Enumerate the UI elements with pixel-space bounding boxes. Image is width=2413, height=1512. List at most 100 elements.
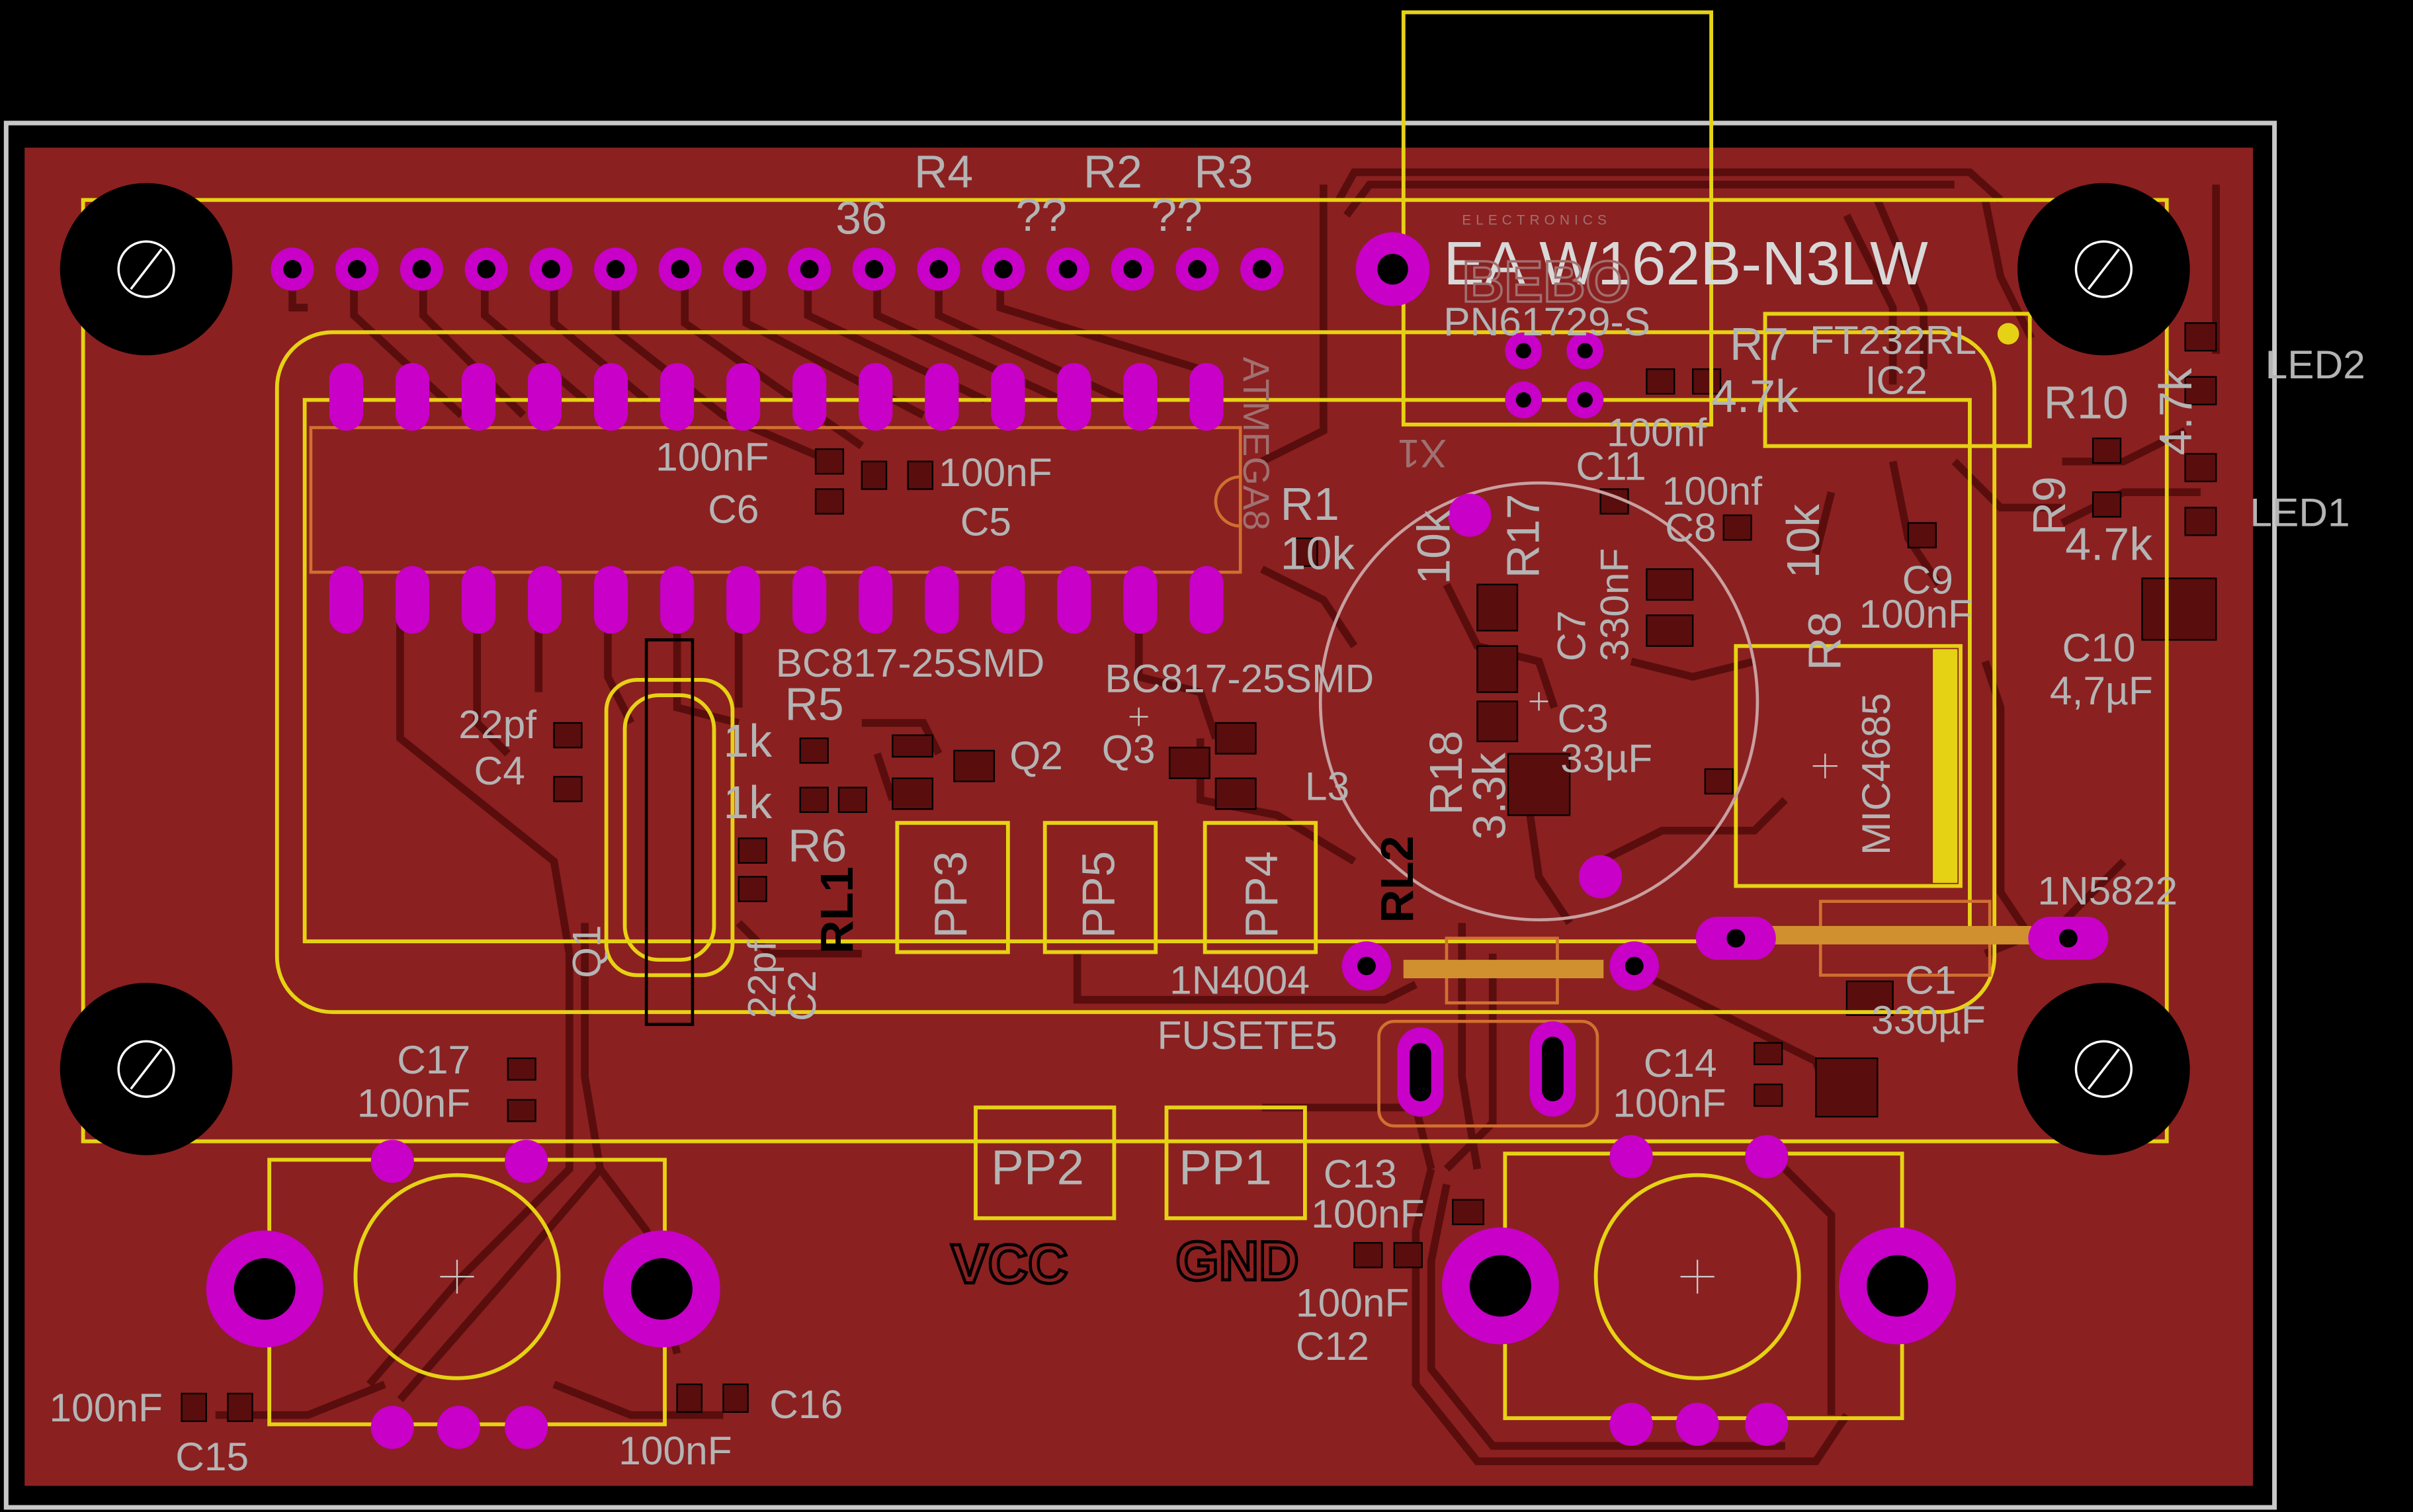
label-mic: MIC4685 [1853,693,1898,855]
label-r8: R8 [1799,612,1851,671]
label-r5: R5 [785,678,844,730]
display-window-outline [275,330,1997,1015]
label-c6: C6 [708,487,759,532]
label-c13: C13 [1324,1151,1397,1196]
label-c2: C2 [779,970,824,1021]
label-c10: C10 [2062,625,2136,670]
label-mcu: ATMEGA8 [1236,357,1277,531]
label-pp1: PP1 [1179,1140,1272,1195]
label-r4-value: 36 [835,192,887,243]
label-display-logo: BEBO [1462,249,1630,314]
mounting-holes [60,183,2190,1155]
label-pp4: PP4 [1236,851,1287,939]
mic-pin1-stripe [1933,649,1958,883]
label-q3: Q3 [1102,726,1156,771]
label-x1: X1 [1398,431,1447,476]
label-r3: R3 [1194,146,1253,198]
board-outline [3,120,2277,1510]
pp4-outline [1203,821,1318,954]
label-c5: C5 [960,499,1011,544]
label-c9-value: 100nF [1859,591,1972,636]
pot-left-knob [353,1173,561,1380]
label-d1n5822: 1N5822 [2037,868,2178,913]
pot-right-knob [1593,1173,1801,1380]
label-c9: C9 [1902,558,1953,603]
ic2-outline [1763,312,2032,448]
label-pp5: PP5 [1072,851,1124,939]
mcu-pads-bottom [329,566,1224,634]
label-r8-value: 10k [1777,504,1829,579]
label-led2: LED2 [2265,342,2365,387]
label-c12: C12 [1296,1323,1369,1368]
mcu-outline [309,426,1242,574]
usb-connector-outline [1401,10,1714,427]
label-gnd: GND [1175,1230,1298,1292]
label-r3-value: ?? [1151,189,1203,241]
mount-hole-tr [2017,183,2190,356]
label-r9: R9 [2023,476,2075,535]
pp1-outline [1164,1105,1307,1220]
inductor-outline [1318,481,1759,921]
mcu-pads-top [329,362,1224,431]
label-c15: C15 [175,1434,249,1479]
label-r1: R1 [1281,478,1339,530]
label-c12-value: 100nF [1296,1281,1410,1325]
label-r1-value: 10k [1281,527,1355,579]
label-c8: C8 [1665,505,1716,550]
pp3-outline [895,821,1010,954]
label-r18-value: 3.3k [1463,753,1515,840]
label-rl2: RL2 [1371,836,1423,923]
pp5-outline [1042,821,1158,954]
label-q1: Q1 [564,925,609,978]
label-c1-value: 330µF [1871,997,1986,1042]
label-ic2: IC2 [1865,357,1927,402]
label-pp2: PP2 [991,1140,1084,1195]
label-r2: R2 [1083,146,1142,198]
label-c14-value: 100nF [1613,1080,1726,1125]
origin-markers [440,692,1838,1294]
fuse-outline [1377,1019,1599,1128]
label-c16-value: 100nF [618,1428,732,1473]
label-r17: R17 [1498,493,1549,578]
label-c5-value: 100nF [939,450,1052,495]
label-c6-value: 100nF [656,435,769,480]
label-display-brand: ELECTRONICS [1462,213,1611,228]
label-r6: R6 [788,819,847,871]
pp2-outline [974,1105,1117,1220]
label-r10-value: 4.7k [2150,368,2201,455]
mount-hole-tl [60,183,233,356]
label-c17-value: 100nF [357,1080,471,1125]
label-r6-value: 1k [723,777,772,828]
label-r9-value: 4.7k [2065,519,2152,570]
label-c2-value: 22pf [740,941,784,1019]
label-c14: C14 [1644,1040,1717,1085]
label-r10: R10 [2044,377,2129,429]
crystal-outline [604,677,735,978]
label-l3: L3 [1305,763,1349,808]
label-c4-value: 22pf [458,702,536,747]
label-c7: C7 [1548,610,1593,661]
misc-pads [206,232,2109,1449]
diode-bodies [1403,925,2032,979]
silkscreen-labels: R4 36 R2 ?? R3 ?? EA W162B-N3LW ELECTRON… [49,146,2365,1479]
label-r5-value: 1k [723,715,772,767]
label-c3: C3 [1557,696,1608,741]
label-ic2-name: FT232RL [1810,317,1976,362]
label-r4: R4 [914,146,973,198]
label-vcc: VCC [951,1233,1068,1295]
label-c8-value: 100nf [1662,468,1763,513]
crystal-body [644,638,695,1027]
label-q2: Q2 [1009,733,1063,778]
label-r7-value: 4.7k [1711,370,1799,422]
label-c1: C1 [1905,957,1956,1002]
label-r17-value: 10k [1408,510,1460,585]
label-c10-value: 4,7µF [2050,668,2153,713]
label-c11: C11 [1576,444,1646,489]
label-c4: C4 [474,748,525,793]
label-q3-part: BC817-25SMD [1105,656,1374,701]
label-display: EA W162B-N3LW [1443,229,1928,298]
mount-hole-br [2017,983,2190,1155]
label-c17: C17 [397,1037,470,1082]
display-outline [81,198,2169,1144]
